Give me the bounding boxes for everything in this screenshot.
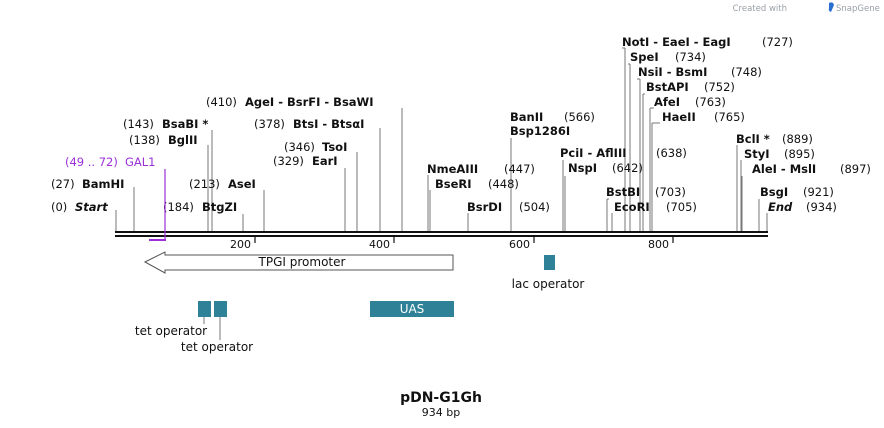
site-asei-name: AseI xyxy=(228,177,256,191)
site-agei-name: AgeI - BsrFI - BsaWI xyxy=(245,95,374,109)
site-tsoi-name: TsoI xyxy=(322,140,347,154)
site-bsgi-pos: (921) xyxy=(803,185,834,199)
site-bsrdi-pos: (504) xyxy=(519,200,550,214)
site-eari-name: EarI xyxy=(312,154,338,168)
site-bsabi-name: BsaBI * xyxy=(162,117,208,131)
site-afei-name: AfeI xyxy=(654,95,680,109)
site-nmeaiii-pos: (447) xyxy=(504,162,535,176)
site-spei-pos: (734) xyxy=(675,50,706,64)
site-banii-name: BanII xyxy=(510,110,543,124)
tet-operator-1-label: tet operator xyxy=(135,324,207,338)
site-bstbi-name: BstBI xyxy=(606,185,640,199)
primer-gal1: (49 .. 72) GAL1 xyxy=(65,155,166,241)
ruler: 200 400 600 800 xyxy=(230,237,674,251)
site-bseri-name: BseRI xyxy=(435,177,472,191)
site-end-name: End xyxy=(768,200,793,214)
site-noti-name: NotI - EaeI - EagI xyxy=(622,35,731,49)
site-bcli-pos: (889) xyxy=(782,132,813,146)
feature-lac-operator: lac operator xyxy=(512,255,585,291)
site-alei-name: AleI - MslI xyxy=(752,162,816,176)
site-alei-pos: (897) xyxy=(840,162,871,176)
site-labels: (0) Start (27) BamHI (138) BglII (143) B… xyxy=(51,95,374,214)
site-bglii-pos: (138) xyxy=(129,133,160,147)
site-labels-right: NmeAIII (447) BseRI (448) BsrDI (504) Ba… xyxy=(427,35,871,214)
plasmid-length: 934 bp xyxy=(422,406,460,419)
ruler-label-200: 200 xyxy=(230,238,251,251)
site-bsgi-name: BsgI xyxy=(760,185,788,199)
site-ecori-name: EcoRI xyxy=(614,200,650,214)
site-bstapi-pos: (752) xyxy=(704,80,735,94)
site-bsabi-pos: (143) xyxy=(123,117,154,131)
site-end-pos: (934) xyxy=(806,200,837,214)
credit-prefix: Created with xyxy=(733,4,787,14)
site-spei-name: SpeI xyxy=(630,50,659,64)
site-btgzi-pos: (184) xyxy=(163,200,194,214)
site-eari-pos: (329) xyxy=(273,154,304,168)
site-noti-pos: (727) xyxy=(762,35,793,49)
tet-operator-2-label: tet operator xyxy=(181,340,253,354)
primer-range: (49 .. 72) xyxy=(65,155,118,169)
site-bamhi-name: BamHI xyxy=(82,177,124,191)
site-btgzi-name: BtgZI xyxy=(202,200,237,214)
sequence-backbone xyxy=(115,231,768,237)
site-nspi-name: NspI xyxy=(568,161,597,175)
site-banii-pos: (566) xyxy=(564,110,595,124)
site-bstbi-pos: (703) xyxy=(655,185,686,199)
snapgene-logo-icon xyxy=(828,2,834,13)
credit-brand: SnapGene xyxy=(836,4,880,14)
site-lines xyxy=(115,48,768,231)
site-btsi-pos: (378) xyxy=(254,117,285,131)
plasmid-name: pDN-G1Gh xyxy=(400,390,482,406)
site-bcli-name: BclI * xyxy=(736,132,770,146)
site-ecori-pos: (705) xyxy=(666,200,697,214)
site-nsii-name: NsiI - BsmI xyxy=(638,65,707,79)
site-bseri-pos: (448) xyxy=(488,177,519,191)
site-bamhi-pos: (27) xyxy=(51,177,75,191)
ruler-label-400: 400 xyxy=(369,238,390,251)
lac-operator-label: lac operator xyxy=(512,277,585,291)
site-bstapi-name: BstAPI xyxy=(646,80,689,94)
feature-tpgi-promoter: TPGI promoter xyxy=(143,251,454,274)
site-haeii-name: HaeII xyxy=(662,110,696,124)
site-pcii-pos: (638) xyxy=(656,146,687,160)
site-bsrdi-name: BsrDI xyxy=(467,200,502,214)
site-pcii-name: PciI - AflIII xyxy=(560,146,627,160)
promoter-label: TPGI promoter xyxy=(258,255,346,269)
uas-label: UAS xyxy=(400,302,425,316)
site-btsi-name: BtsI - BtsαI xyxy=(293,117,364,131)
site-agei-pos: (410) xyxy=(206,95,237,109)
feature-uas: UAS xyxy=(370,301,454,317)
site-haeii-pos: (765) xyxy=(714,110,745,124)
site-styi-name: StyI xyxy=(744,147,770,161)
site-afei-pos: (763) xyxy=(695,95,726,109)
feature-tet-operator-2: tet operator xyxy=(181,301,253,354)
site-nsii-pos: (748) xyxy=(731,65,762,79)
site-bsp1286i-name: Bsp1286I xyxy=(510,124,570,138)
site-styi-pos: (895) xyxy=(784,147,815,161)
site-nmeaiii-name: NmeAIII xyxy=(427,162,478,176)
site-start-name: Start xyxy=(75,200,108,214)
primer-label: GAL1 xyxy=(125,155,156,169)
site-tsoi-pos: (346) xyxy=(284,140,315,154)
site-connectors xyxy=(607,47,660,200)
feature-tet-operator-1: tet operator xyxy=(135,301,211,338)
ruler-label-800: 800 xyxy=(648,238,669,251)
ruler-label-600: 600 xyxy=(509,238,530,251)
site-nspi-pos: (642) xyxy=(612,161,643,175)
site-start-pos: (0) xyxy=(51,200,67,214)
site-asei-pos: (213) xyxy=(189,177,220,191)
site-bglii-name: BglII xyxy=(168,133,198,147)
